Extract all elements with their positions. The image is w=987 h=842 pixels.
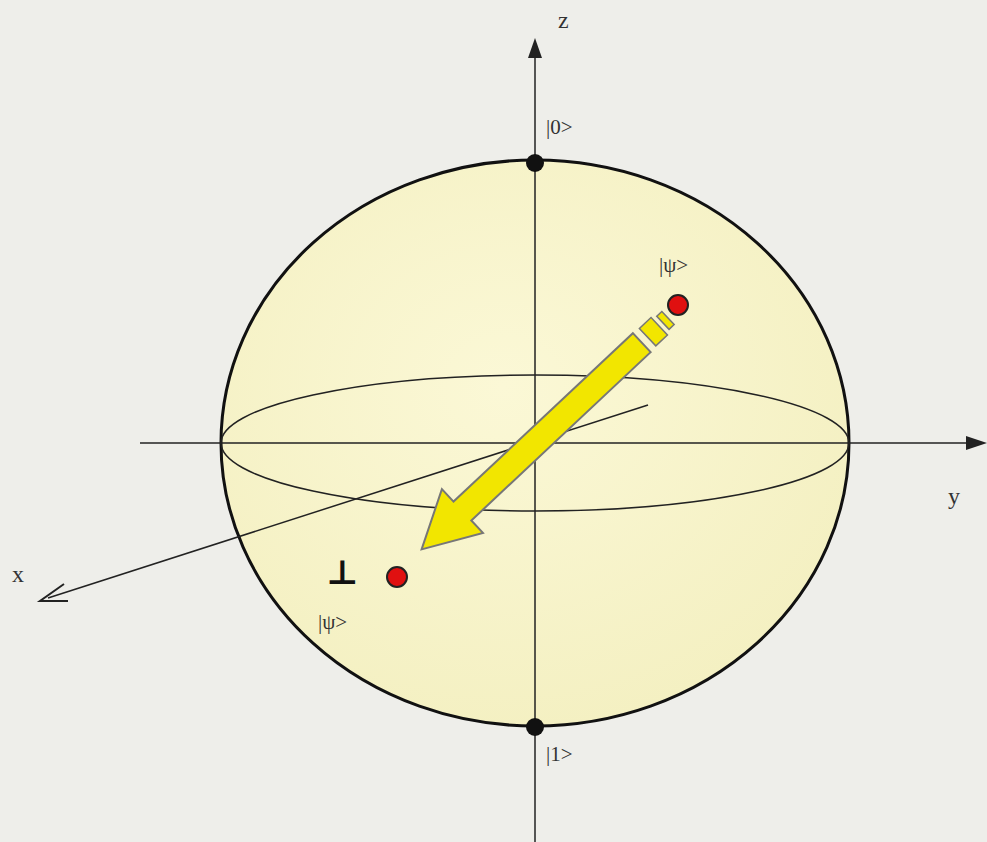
state-point [387,567,407,587]
state-dot [526,154,544,172]
z-arrowhead [528,38,542,58]
state-label: |1> [546,744,573,765]
state-label: |ψ> [318,612,347,633]
axis-label: z [558,8,569,32]
perp-symbol: ⊥ [326,556,359,590]
state-label: |0> [546,117,573,138]
axis-label: x [12,562,24,586]
flip-arrow [401,296,688,571]
state-point [668,295,688,315]
x-arrowhead [40,584,68,601]
state-dot [526,718,544,736]
state-label: |ψ> [659,255,688,276]
y-axis [140,442,975,444]
y-arrowhead [966,436,987,450]
axis-label: y [948,484,960,508]
